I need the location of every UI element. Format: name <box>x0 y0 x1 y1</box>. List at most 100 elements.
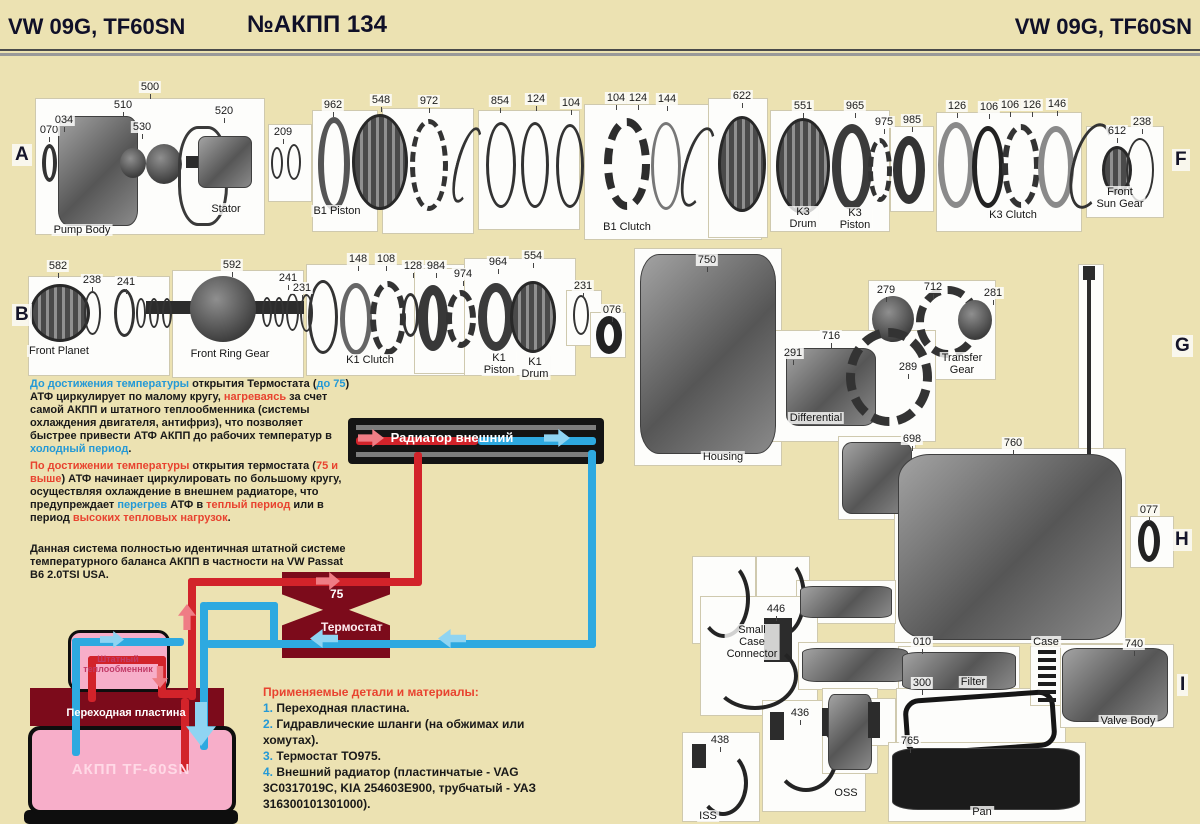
part-number-146: 146 <box>1045 98 1069 110</box>
figure-ring <box>136 298 146 328</box>
materials-list-item: 4. Внешний радиатор (пластинчатые - VAG … <box>263 764 581 812</box>
materials-item-number: 2. <box>263 717 274 731</box>
part-number-tick <box>638 105 639 110</box>
part-number-104: 104 <box>604 92 628 104</box>
figure-ring <box>651 122 681 210</box>
part-caption-stator: Stator <box>209 203 243 215</box>
figure-pipe-red <box>188 578 422 586</box>
note-text-segment: открытия Термостата ( <box>192 378 317 390</box>
figure-ring <box>287 144 301 180</box>
part-number-716: 716 <box>819 330 843 342</box>
thermostat-label: Термостат <box>321 620 383 634</box>
part-number-612: 612 <box>1105 125 1129 137</box>
figure-pipe-blue <box>72 638 184 646</box>
part-number-tick <box>302 295 303 300</box>
figure-ring <box>114 289 135 337</box>
figure-rodv <box>1087 268 1091 466</box>
part-number-962: 962 <box>321 99 345 111</box>
figure-ring <box>402 293 419 337</box>
part-caption-housing: Housing <box>700 451 746 463</box>
figure-toothring <box>846 328 932 426</box>
part-number-tick <box>612 317 613 322</box>
part-number-tick <box>64 127 65 132</box>
part-number-698: 698 <box>900 433 924 445</box>
part-number-tick <box>742 103 743 108</box>
materials-list-item: 3. Термостат ТО975. <box>263 748 581 764</box>
figure-pipe-red <box>88 656 166 664</box>
figure-ring <box>149 298 159 328</box>
part-number-tick <box>1142 129 1143 134</box>
materials-item-text: Внешний радиатор (пластинчатые - VAG 3C0… <box>263 765 537 811</box>
part-number-238: 238 <box>80 274 104 286</box>
part-number-241: 241 <box>114 276 138 288</box>
part-number-tick <box>413 273 414 278</box>
part-caption-k3-drum: K3 Drum <box>787 206 819 230</box>
part-number-126: 126 <box>945 100 969 112</box>
part-number-279: 279 <box>874 284 898 296</box>
part-number-tick <box>616 105 617 110</box>
part-number-077: 077 <box>1137 504 1161 516</box>
note-text-segment: до 75 <box>316 378 346 390</box>
figure-blob <box>800 586 892 618</box>
note-text-segment: теплый период <box>206 499 291 511</box>
figure-blob <box>640 254 776 454</box>
part-caption-b1-piston: B1 Piston <box>311 205 363 217</box>
part-number-209: 209 <box>271 126 295 138</box>
row-marker-b: B <box>12 304 32 326</box>
figure-toothring <box>446 290 476 348</box>
materials-list-item: 2. Гидравлические шланги (на обжимах или… <box>263 716 581 748</box>
part-number-tick <box>123 112 124 117</box>
part-number-106: 106 <box>977 101 1001 113</box>
part-number-070: 070 <box>37 124 61 136</box>
part-number-241: 241 <box>276 272 300 284</box>
figure-toothring <box>868 138 892 202</box>
part-number-436: 436 <box>788 707 812 719</box>
figure-ring <box>286 293 299 331</box>
adapter-plate-label: Переходная пластина <box>66 707 186 719</box>
note-text-segment: До достижения температуры <box>30 378 193 390</box>
note-text-segment: открытия термостата ( <box>192 460 316 472</box>
part-number-128: 128 <box>401 260 425 272</box>
figure-pipe-red <box>181 698 189 772</box>
figure-pipe-red <box>158 690 196 698</box>
part-caption-transfer-gear: Transfer Gear <box>939 352 985 376</box>
figure-ring <box>340 283 372 355</box>
part-caption-valve-body: Valve Body <box>1098 715 1158 727</box>
materials-items: 1. Переходная пластина.2. Гидравлические… <box>263 700 581 812</box>
figure-ring <box>1138 520 1160 562</box>
part-caption-k1-piston: K1 Piston <box>481 352 517 376</box>
figure-toothring <box>370 281 406 355</box>
part-number-104: 104 <box>559 97 583 109</box>
figure-disc <box>120 148 146 178</box>
part-number-975: 975 <box>872 116 896 128</box>
part-caption-small-case-connector: Small Case Connector <box>724 624 780 660</box>
part-number-tick <box>922 649 923 654</box>
part-number-712: 712 <box>921 281 945 293</box>
part-number-tick <box>283 139 284 144</box>
part-number-520: 520 <box>212 105 236 117</box>
figure-ring <box>573 295 589 335</box>
part-number-tick <box>429 108 430 113</box>
note-text-segment: . <box>227 512 231 524</box>
figure-ring <box>972 126 1004 208</box>
materials-heading: Применяемые детали и материалы: <box>263 685 479 699</box>
figure-ring <box>418 285 448 351</box>
part-number-tick <box>800 720 801 725</box>
part-number-551: 551 <box>791 100 815 112</box>
part-number-148: 148 <box>346 253 370 265</box>
part-number-548: 548 <box>369 94 393 106</box>
part-caption-k1-drum: K1 Drum <box>519 356 551 380</box>
figure-hline <box>0 53 1200 56</box>
page-title-left: VW 09G, TF60SN <box>8 14 186 39</box>
note-paragraph-hot-circuit: По достижении температуры открытия термо… <box>30 460 360 525</box>
figure-hline <box>0 49 1200 51</box>
part-number-tick <box>933 294 934 299</box>
materials-list: Применяемые детали и материалы: 1. Перех… <box>263 684 581 812</box>
part-number-tick <box>150 94 151 99</box>
figure-ring <box>162 298 172 328</box>
part-number-tick <box>776 616 777 621</box>
part-number-291: 291 <box>781 347 805 359</box>
row-marker-i: I <box>1177 674 1189 696</box>
part-number-tick <box>993 300 994 305</box>
